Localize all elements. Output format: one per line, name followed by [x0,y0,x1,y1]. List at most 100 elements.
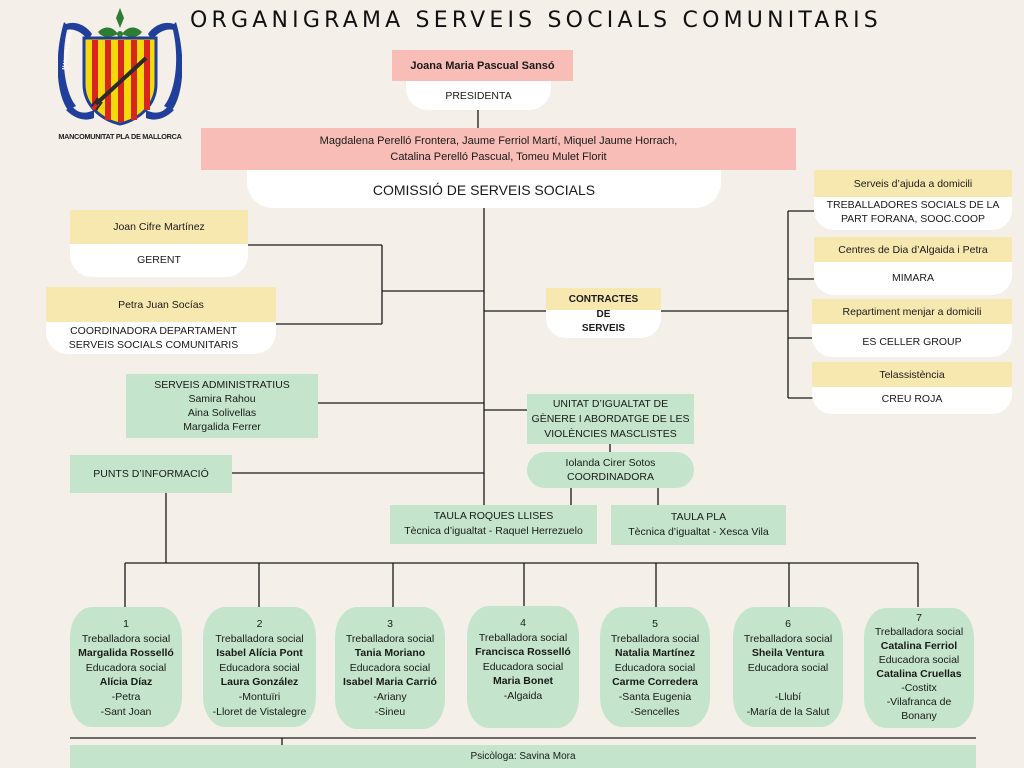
contractes-label: CONTRACTES DE SERVEIS [546,293,661,337]
zone-role: Treballadora social [610,632,700,645]
zone-town: -Santa Eugenia [618,690,692,703]
taula-pla: TAULA PLA Tècnica d’igualtat - Xesca Vil… [611,505,786,545]
zone-role: Educadora social [85,661,167,674]
zone-town: -Ariany [373,690,407,703]
zone-town: -Sencelles [630,705,680,718]
zone-educator: Maria Bonet [492,675,554,688]
zone-role: Educadora social [878,654,960,666]
contractes-line-1: CONTRACTES [568,294,639,305]
contract-provider: CREU ROJA [881,393,943,405]
zone-educator: Catalina Cruellas [876,668,962,680]
zone-educator: Laura González [220,676,299,689]
zone-number: 6 [785,618,791,630]
igualtat-box: UNITAT D’IGUALTAT DE GÈNERE I ABORDATGE … [527,394,694,444]
zone-town: -Vilafranca de [886,696,952,708]
contractes-line-3: SERVEIS [581,323,626,334]
igualtat-coordinator-name: Iolanda Cirer Sotos [565,457,656,469]
zone-role: Educadora social [219,661,300,674]
zone-educator: Carme Corredera [612,676,698,689]
admin-member: Aina Solivellas [187,407,257,419]
gerent-role: GERENT [137,254,181,266]
contractes-header [546,288,661,310]
taula-detail: Tècnica d’igualtat - Raquel Herrezuelo [404,525,583,537]
zone-role: Treballadora social [345,632,435,645]
contract-provider: MIMARA [892,272,934,284]
zone-role: Educadora social [747,661,829,674]
zone-worker: Isabel Alícia Pont [216,647,303,660]
zone-role: Educadora social [349,661,431,674]
contract-service: Serveis d’ajuda a domicili [814,170,1012,197]
admin-member: Margalida Ferrer [183,421,261,433]
contract-service: Centres de Dia d’Algaida i Petra [814,237,1012,262]
coat-of-arms-icon: MANCOMUNITAT [58,8,182,126]
coordinadora-name: Petra Juan Socías [46,287,276,322]
presidenta-name: Joana Maria Pascual Sansó [392,50,573,81]
zone-worker: Margalida Rosselló [78,647,174,660]
contract-item: Centres de Dia d’Algaida i Petra MIMARA [814,237,1012,295]
zone-card-1: 1 Treballadora social Margalida Rosselló… [70,607,182,727]
zone-role: Treballadora social [81,632,171,645]
coordinadora-role: COORDINADORA DEPARTAMENT SERVEIS SOCIALS… [46,324,261,352]
contract-service: Repartiment menjar a domicili [812,299,1012,324]
commission-members-line-2: Catalina Perelló Pascual, Tomeu Mulet Fl… [390,151,607,163]
punts-informacio: PUNTS D’INFORMACIÓ [70,455,232,493]
zone-card-3: 3 Treballadora social Tania Moriano Educ… [335,607,445,729]
commission-label: COMISSIÓ DE SERVEIS SOCIALS [372,182,596,198]
zone-number: 4 [520,617,526,629]
zone-educator: Alícia Díaz [99,676,153,689]
igualtat-line-1: UNITAT D’IGUALTAT DE [552,398,669,410]
zone-educator: Isabel Maria Carrió [343,676,437,689]
zone-number: 5 [652,618,658,630]
zone-number: 3 [387,618,393,630]
zone-town: -Montuïri [238,690,281,703]
igualtat-coordinator-role: COORDINADORA [567,471,654,483]
contract-item: Telassistència CREU ROJA [812,362,1012,414]
zone-town: -María de la Salut [746,705,830,718]
zone-number: 7 [916,612,922,624]
zone-worker: Natalia Martínez [615,647,695,660]
zone-worker: Tania Moriano [354,647,426,660]
taula-detail: Tècnica d’igualtat - Xesca Vila [628,526,769,538]
presidenta-role: PRESIDENTA [445,90,512,102]
zone-town: -Lloret de Vistalegre [212,705,307,718]
admin-box: SERVEIS ADMINISTRATIUS Samira Rahou Aina… [126,374,318,438]
zone-town: Bonany [901,710,937,722]
contract-provider-line-2: PART FORANA, SOOC.COOP [840,213,986,225]
zone-role: Treballadora social [743,632,833,645]
zone-town: -Sineu [374,705,406,718]
contract-item: Serveis d’ajuda a domicili TREBALLADORES… [814,170,1012,230]
igualtat-coordinator: Iolanda Cirer Sotos COORDINADORA [527,452,694,488]
zone-town: -Costitx [901,682,937,694]
contract-item: Repartiment menjar a domicili ES CELLER … [812,299,1012,357]
igualtat-line-2: GÈNERE I ABORDATGE DE LES [531,413,690,425]
zone-number: 2 [256,618,263,630]
commission-members-line-1: Magdalena Perelló Frontera, Jaume Ferrio… [319,135,678,147]
admin-title: SERVEIS ADMINISTRATIUS [154,379,290,391]
zone-worker: Francisca Rosselló [475,646,571,659]
zone-educator [733,675,843,690]
zone-card-6: 6 Treballadora social Sheila Ventura Edu… [733,607,843,727]
admin-member: Samira Rahou [188,393,256,405]
zone-number: 1 [123,618,129,630]
zone-card-2: 2 Treballadora social Isabel Alícia Pont… [203,607,316,727]
igualtat-line-3: VIOLÈNCIES MASCLISTES [544,428,677,440]
zone-card-5: 5 Treballadora social Natalia Martínez E… [600,607,710,727]
taula-title: TAULA PLA [670,511,727,523]
zone-role: Educadora social [614,661,696,674]
zone-role: Treballadora social [478,631,568,644]
page-title: ORGANIGRAMA SERVEIS SOCIALS COMUNITARIS [190,8,882,33]
psicologa-box: Psicòloga: Savina Mora [70,745,976,768]
zone-role: Educadora social [482,660,564,673]
taula-roques-llises: TAULA ROQUES LLISES Tècnica d’igualtat -… [390,505,597,544]
commission-members: Magdalena Perelló Frontera, Jaume Ferrio… [201,128,796,170]
zone-town: -Petra [111,690,141,703]
taula-title: TAULA ROQUES LLISES [433,510,554,522]
zone-role: Treballadora social [874,626,964,638]
zone-card-7: 7 Treballadora social Catalina Ferriol E… [864,608,974,728]
logo-caption: MANCOMUNITAT PLA DE MALLORCA [58,132,182,141]
coordinadora-role-line-1: COORDINADORA DEPARTAMENT [70,325,237,337]
coordinadora-role-line-2: SERVEIS SOCIALS COMUNITARIS [68,339,239,351]
zone-town: -Sant Joan [100,705,152,718]
contract-service: Telassistència [812,362,1012,387]
zone-worker: Sheila Ventura [751,647,825,660]
